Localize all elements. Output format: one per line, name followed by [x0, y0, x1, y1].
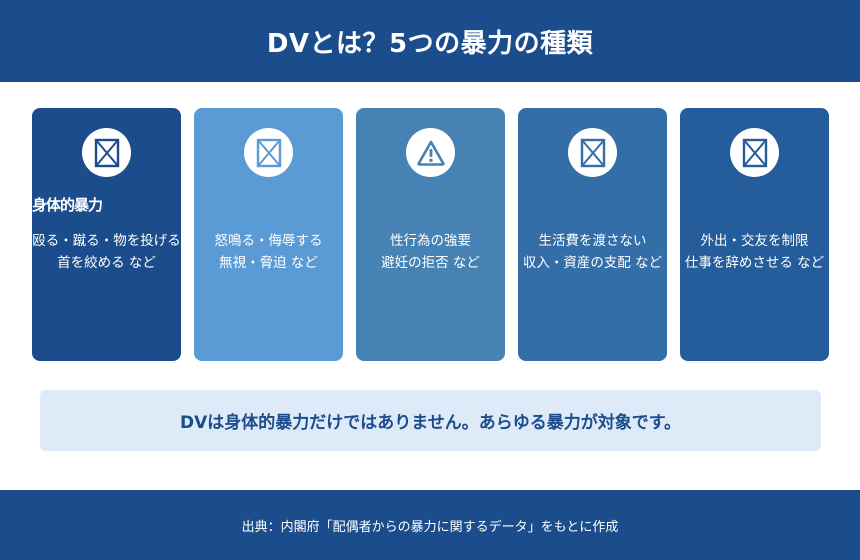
card-description-line-1: 怒鳴る・侮辱する: [214, 233, 323, 249]
card-description-line-1: 性行為の強要: [390, 233, 471, 249]
header-bar: DVとは？5つの暴力の種類: [0, 0, 860, 82]
card-description: 怒鳴る・侮辱する 無視・脅迫 など: [194, 230, 343, 274]
card-psychological: 怒鳴る・侮辱する 無視・脅迫 など: [194, 108, 343, 361]
card-description-line-2: 収入・資産の支配 など: [522, 255, 663, 271]
card-description-line-1: 生活費を渡さない: [538, 233, 647, 249]
card-description-line-2: 無視・脅迫 など: [219, 255, 318, 271]
source-citation: 出典：内閣府「配偶者からの暴力に関するデータ」をもとに作成: [241, 519, 619, 535]
page-title: DVとは？5つの暴力の種類: [266, 28, 594, 59]
card-economic: 生活費を渡さない 収入・資産の支配 など: [518, 108, 667, 361]
image-placeholder-icon: [730, 128, 779, 177]
card-description-line-2: 仕事を辞めさせる など: [684, 255, 825, 271]
image-placeholder-icon: [568, 128, 617, 177]
card-description: 生活費を渡さない 収入・資産の支配 など: [518, 230, 667, 274]
card-sexual: 性行為の強要 避妊の拒否 など: [356, 108, 505, 361]
card-description-line-1: 殴る・蹴る・物を投げる: [32, 233, 181, 249]
card-description: 外出・交友を制限 仕事を辞めさせる など: [680, 230, 829, 274]
card-description-line-2: 首を絞める など: [57, 255, 156, 271]
footer-bar: 出典：内閣府「配偶者からの暴力に関するデータ」をもとに作成: [0, 490, 860, 560]
card-title: 身体的暴力: [32, 196, 103, 214]
card-physical: 身体的暴力 殴る・蹴る・物を投げる 首を絞める など: [32, 108, 181, 361]
card-description-line-1: 外出・交友を制限: [700, 233, 809, 249]
image-placeholder-icon: [244, 128, 293, 177]
note-box: DVは身体的暴力だけではありません。あらゆる暴力が対象です。: [40, 390, 821, 451]
card-description-line-2: 避妊の拒否 など: [381, 255, 480, 271]
note-text: DVは身体的暴力だけではありません。あらゆる暴力が対象です。: [179, 413, 682, 433]
image-placeholder-icon: [82, 128, 131, 177]
warning-icon: [406, 128, 455, 177]
card-description: 性行為の強要 避妊の拒否 など: [356, 230, 505, 274]
card-social: 外出・交友を制限 仕事を辞めさせる など: [680, 108, 829, 361]
card-description: 殴る・蹴る・物を投げる 首を絞める など: [32, 230, 181, 274]
violence-type-cards: 身体的暴力 殴る・蹴る・物を投げる 首を絞める など 怒鳴る・侮辱する 無視・脅…: [32, 108, 829, 361]
